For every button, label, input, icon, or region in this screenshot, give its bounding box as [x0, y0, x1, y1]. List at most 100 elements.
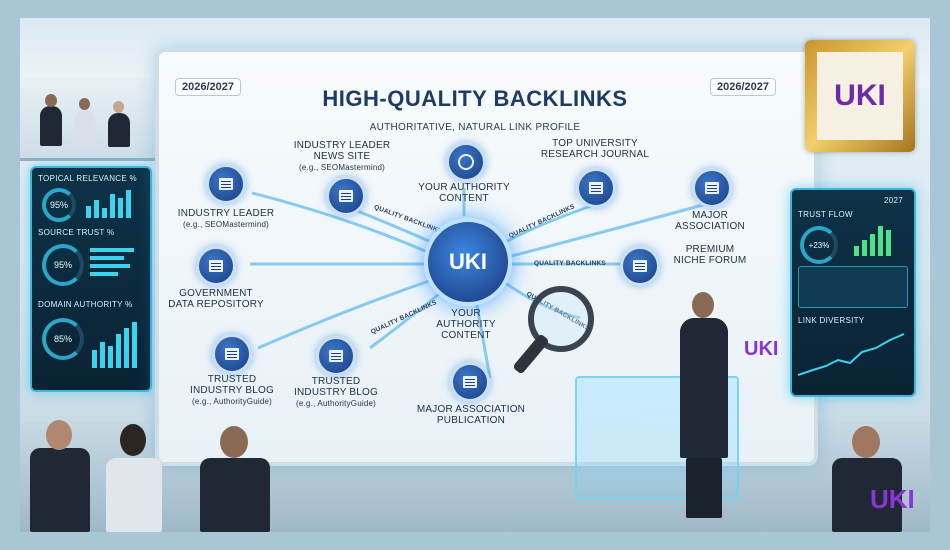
label-line: INDUSTRY LEADER: [293, 140, 391, 151]
label-line: PUBLICATION: [436, 415, 506, 426]
node-major-association-icon: [692, 168, 732, 208]
topical-value: 95%: [49, 200, 68, 210]
document-icon: [329, 350, 343, 362]
trust-gauge: +23%: [800, 226, 838, 264]
document-icon: [225, 348, 239, 360]
hbar: [90, 272, 118, 276]
page-subtitle: AUTHORITATIVE, NATURAL LINK PROFILE: [369, 122, 581, 133]
source-gauge: 95%: [42, 244, 84, 286]
node-industry-leader-news-icon: [326, 176, 366, 216]
link-diversity-label: LINK DIVERSITY: [798, 316, 865, 325]
topical-bars: [84, 188, 139, 218]
balcony-head-2: [79, 98, 90, 110]
label-government: GOVERNMENT DATA REPOSITORY: [156, 288, 276, 310]
label-trusted-blog-center: TRUSTED INDUSTRY BLOG (e.g., AuthorityGu…: [276, 376, 396, 409]
node-trusted-blog-center-icon: [316, 336, 356, 376]
node-trusted-blog-left-icon: [212, 334, 252, 374]
label-line: MAJOR: [692, 210, 728, 221]
bar: [886, 230, 891, 256]
label-note: (e.g., SEOMastermind): [182, 220, 269, 229]
page-title: HIGH-QUALITY BACKLINKS: [322, 86, 628, 111]
right-metrics-panel: TRUST FLOW 2027 +23% LINK DIVERSITY: [790, 188, 916, 397]
document-icon: [633, 260, 647, 272]
node-university-icon: [576, 168, 616, 208]
document-icon: [339, 190, 353, 202]
bar: [862, 240, 867, 256]
arrow-association: [503, 201, 711, 260]
label-line: INDUSTRY LEADER: [177, 208, 275, 219]
globe-icon: [458, 154, 474, 170]
arrow-blog-left: [257, 278, 433, 350]
node-major-association-pub-icon: [450, 362, 490, 402]
audience-4: [832, 458, 902, 532]
audience-1: [30, 448, 90, 532]
arrow-blog-center: [369, 288, 445, 350]
node-government-icon: [196, 246, 236, 286]
bar: [124, 328, 129, 368]
label-line: INDUSTRY BLOG: [294, 387, 378, 398]
bar: [110, 194, 115, 218]
domain-gauge: 85%: [42, 318, 84, 360]
source-hbars: [90, 248, 140, 288]
label-line: CONTENT: [439, 193, 489, 204]
bar: [854, 246, 859, 256]
bar: [100, 342, 105, 368]
label-note: (e.g., AuthorityGuide): [296, 399, 376, 408]
label-major-association-pub: MAJOR ASSOCIATION PUBLICATION: [406, 404, 536, 426]
label-authority-top: YOUR AUTHORITY CONTENT: [404, 182, 524, 204]
hub-logo: UKI: [424, 218, 512, 306]
document-icon: [705, 182, 719, 194]
source-trust-label: SOURCE TRUST %: [38, 228, 115, 237]
hbar: [90, 248, 134, 252]
label-note: (e.g., AuthorityGuide): [192, 397, 272, 406]
trust-flow-label: TRUST FLOW: [798, 210, 853, 219]
arrow-pub: [474, 299, 492, 379]
bar: [132, 322, 137, 368]
bar: [94, 200, 99, 218]
bar: [86, 206, 91, 218]
label-line: MAJOR ASSOCIATION: [416, 404, 526, 415]
label-line: YOUR AUTHORITY: [418, 182, 510, 193]
label-line: YOUR: [451, 308, 481, 319]
framed-logo-text: UKI: [834, 79, 886, 112]
node-premium-forum-icon: [620, 246, 660, 286]
label-major-association: MAJOR ASSOCIATION: [660, 210, 760, 232]
label-premium-forum: PREMIUM NICHE FORUM: [660, 244, 760, 266]
link-diversity-chart: [798, 333, 905, 376]
label-university: TOP UNIVERSITY RESEARCH JOURNAL: [525, 138, 665, 160]
label-line: ASSOCIATION: [675, 221, 745, 232]
arrow-industry-leader: [251, 191, 433, 256]
framed-logo-inner: UKI: [817, 52, 903, 140]
podium-logo: UKI: [744, 338, 779, 360]
hbar: [90, 256, 124, 260]
label-line: NICHE FORUM: [673, 255, 747, 266]
bar: [870, 234, 875, 256]
label-line: PREMIUM: [685, 244, 735, 255]
label-line: NEWS SITE: [313, 151, 371, 162]
source-value: 95%: [53, 260, 72, 270]
audience-head-1: [46, 420, 72, 450]
label-line: INDUSTRY BLOG: [190, 385, 274, 396]
presenter-body: [680, 318, 728, 458]
audience-2: [106, 458, 162, 532]
left-metrics-panel: TOPICAL RELEVANCE % 95% SOURCE TRUST % 9…: [30, 166, 152, 392]
scene: TOPICAL RELEVANCE % 95% SOURCE TRUST % 9…: [20, 18, 930, 532]
document-icon: [463, 376, 477, 388]
label-trusted-blog-left: TRUSTED INDUSTRY BLOG (e.g., AuthorityGu…: [172, 374, 292, 407]
trust-bars: [852, 220, 907, 256]
world-map-card: [798, 266, 908, 308]
balcony-head-1: [45, 94, 57, 107]
presenter-head: [692, 292, 714, 318]
label-line: RESEARCH JOURNAL: [540, 149, 650, 160]
node-industry-leader-icon: [206, 164, 246, 204]
label-note: (e.g., SEOMastermind): [298, 163, 385, 172]
presenter-legs: [686, 458, 722, 518]
node-authority-top-globe-icon: [446, 142, 486, 182]
bar: [92, 350, 97, 368]
label-line: TRUSTED: [311, 376, 361, 387]
topical-relevance-label: TOPICAL RELEVANCE %: [38, 174, 137, 183]
bar: [126, 190, 131, 218]
corner-logo: UKI: [870, 484, 915, 514]
year-badge-left: 2026/2027: [175, 78, 241, 96]
topical-gauge: 95%: [42, 188, 76, 222]
